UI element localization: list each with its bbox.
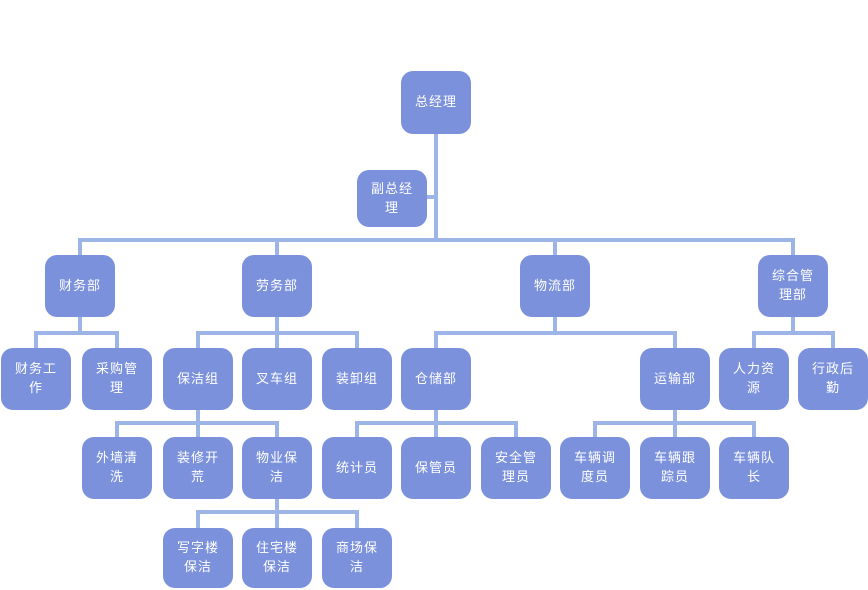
node-mall-cleaning: 商场保 洁 — [322, 528, 392, 588]
node-fleet-captain: 车辆队 长 — [719, 437, 789, 499]
connector-gm-vertical — [434, 134, 438, 242]
connector-stub-warehouse — [434, 335, 438, 348]
node-deputy-general-manager: 副总经 理 — [357, 170, 427, 227]
node-label: 物流部 — [533, 278, 576, 294]
node-label: 车辆队 长 — [732, 451, 775, 485]
node-label: 车辆跟 踪员 — [653, 451, 696, 485]
node-label: 行政后 勤 — [811, 362, 854, 396]
node-label: 外墙清 洗 — [95, 451, 138, 485]
node-label: 综合管 理部 — [771, 269, 814, 303]
connector-stub-safety-manager — [514, 425, 518, 437]
node-loading-group: 装卸组 — [322, 348, 392, 410]
connector-stub-logistics — [553, 242, 557, 255]
connector-property-cleaning-rail — [196, 510, 359, 514]
connector-stub-loading-group — [355, 335, 359, 348]
node-label: 住宅楼 保洁 — [255, 541, 298, 575]
connector-l3-rail — [78, 238, 795, 242]
connector-stub-transport — [673, 335, 677, 348]
node-label: 劳务部 — [255, 278, 298, 294]
node-label: 物业保 洁 — [255, 451, 298, 485]
connector-finance-rail — [34, 331, 119, 335]
node-procurement-management: 采购管 理 — [82, 348, 152, 410]
connector-stub-finance — [78, 242, 82, 255]
connector-property-cleaning-down — [275, 499, 279, 514]
node-label: 副总经 理 — [370, 181, 413, 216]
connector-stub-statistician — [355, 425, 359, 437]
node-label: 车辆调 度员 — [573, 451, 616, 485]
connector-stub-exterior-wall — [115, 425, 119, 437]
node-transport-dept: 运输部 — [640, 348, 710, 410]
node-logistics-dept: 物流部 — [520, 255, 590, 317]
connector-finance-down — [78, 317, 82, 335]
node-labor-dept: 劳务部 — [242, 255, 312, 317]
node-storekeeper: 保管员 — [401, 437, 471, 499]
connector-stub-admin — [831, 335, 835, 348]
connector-stub-renovation — [196, 425, 200, 437]
connector-warehouse-down — [434, 410, 438, 425]
connector-stub-cleaning-group — [196, 335, 200, 348]
node-renovation-cleaning: 装修开 荒 — [163, 437, 233, 499]
connector-stub-finance-work — [34, 335, 38, 348]
node-vehicle-tracker: 车辆跟 踪员 — [640, 437, 710, 499]
connector-transport-rail — [593, 421, 756, 425]
connector-stub-dispatcher — [593, 425, 597, 437]
connector-labor-rail — [196, 331, 359, 335]
connector-warehouse-rail — [355, 421, 518, 425]
node-label: 写字楼 保洁 — [176, 541, 219, 575]
connector-cleaning-rail — [115, 421, 279, 425]
connector-transport-down — [673, 410, 677, 425]
node-label: 商场保 洁 — [335, 541, 378, 575]
node-finance-work: 财务工 作 — [1, 348, 71, 410]
connector-stub-fleet-captain — [752, 425, 756, 437]
connector-labor-down — [275, 317, 279, 335]
connector-stub-mall-cleaning — [355, 514, 359, 528]
connector-stub-storekeeper — [434, 425, 438, 437]
node-label: 装修开 荒 — [176, 451, 219, 485]
node-office-building-cleaning: 写字楼 保洁 — [163, 528, 233, 588]
connector-logistics-down — [553, 317, 557, 335]
node-warehouse-dept: 仓储部 — [401, 348, 471, 410]
connector-cleaning-down — [196, 410, 200, 425]
connector-stub-residential-cleaning — [275, 514, 279, 528]
node-property-cleaning: 物业保 洁 — [242, 437, 312, 499]
node-label: 财务部 — [58, 278, 101, 294]
node-cleaning-group: 保洁组 — [163, 348, 233, 410]
connector-deputy-stub — [427, 195, 434, 199]
node-label: 保洁组 — [176, 371, 219, 387]
node-exterior-wall-cleaning: 外墙清 洗 — [82, 437, 152, 499]
node-label: 叉车组 — [255, 371, 298, 387]
connector-stub-tracker — [673, 425, 677, 437]
node-label: 人力资 源 — [732, 362, 775, 396]
node-general-manager: 总经理 — [401, 71, 471, 134]
node-label: 安全管 理员 — [494, 451, 537, 485]
connector-stub-labor — [275, 242, 279, 255]
node-label: 采购管 理 — [95, 362, 138, 396]
node-label: 装卸组 — [335, 371, 378, 387]
node-residential-building-cleaning: 住宅楼 保洁 — [242, 528, 312, 588]
connector-stub-office-cleaning — [196, 514, 200, 528]
connector-stub-property-cleaning — [275, 425, 279, 437]
connector-stub-hr — [752, 335, 756, 348]
node-admin-logistics: 行政后 勤 — [798, 348, 868, 410]
node-label: 运输部 — [653, 371, 696, 387]
node-finance-dept: 财务部 — [45, 255, 115, 317]
connector-general-mgmt-rail — [752, 331, 835, 335]
connector-logistics-rail — [434, 331, 677, 335]
node-safety-manager: 安全管 理员 — [481, 437, 551, 499]
connector-stub-forklift-group — [275, 335, 279, 348]
connector-stub-general-mgmt — [791, 242, 795, 255]
node-label: 仓储部 — [414, 371, 457, 387]
node-label: 统计员 — [335, 460, 378, 476]
node-label: 财务工 作 — [14, 362, 57, 396]
connector-general-mgmt-down — [791, 317, 795, 335]
node-general-management-dept: 综合管 理部 — [758, 255, 828, 317]
node-label: 保管员 — [414, 460, 457, 476]
node-human-resources: 人力资 源 — [719, 348, 789, 410]
node-vehicle-dispatcher: 车辆调 度员 — [560, 437, 630, 499]
node-forklift-group: 叉车组 — [242, 348, 312, 410]
node-label: 总经理 — [414, 95, 457, 110]
connector-stub-procurement — [115, 335, 119, 348]
node-statistician: 统计员 — [322, 437, 392, 499]
